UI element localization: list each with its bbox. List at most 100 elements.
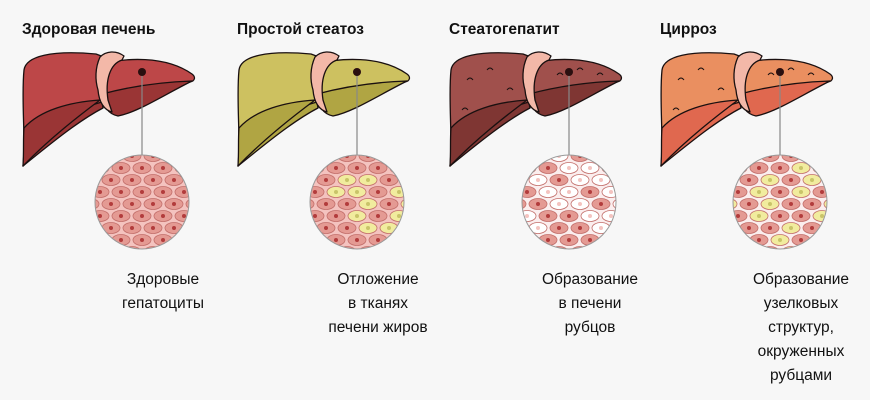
cell-nucleus [418,238,422,242]
cell-nucleus [599,202,603,206]
caption-line: гепатоциты [122,295,204,312]
cell [400,222,404,234]
cell-nucleus [172,178,176,182]
cell [310,222,315,234]
cell [612,246,616,249]
cell-nucleus [609,214,613,218]
cell [834,235,852,246]
gallbladder-band [733,51,763,113]
cell [522,174,527,186]
cell [739,246,759,249]
cell-nucleus [567,214,571,218]
cirrhosis-liver-illustration [660,51,852,254]
cell-nucleus [747,155,751,158]
cell [823,246,827,249]
cell-nucleus [203,238,207,242]
cell-nucleus [334,214,338,218]
cell-nucleus [376,214,380,218]
cell-nucleus [387,178,391,182]
cell-nucleus [789,226,793,230]
cell-nucleus [810,226,814,230]
cell [522,246,527,249]
cell-nucleus [726,154,730,158]
caption-line: Здоровые [126,271,200,288]
cell-nucleus [161,190,165,194]
cell [623,163,641,174]
stage-title: Здоровая печень [22,21,156,38]
cell [316,246,336,249]
caption-line: структур, [768,319,834,336]
cell [612,174,616,186]
cell-nucleus [345,178,349,182]
cell-nucleus [747,226,751,230]
caption-line: узелковых [763,295,839,312]
cell [612,222,616,234]
cell [196,235,214,246]
cell [549,246,569,249]
scar-mark-icon [807,72,815,76]
cell-nucleus [408,250,412,254]
scar-mark-icon [556,72,564,76]
cell [122,246,142,249]
cell-nucleus [841,214,845,218]
scar-mark-icon [697,67,705,71]
cell-nucleus [515,202,519,206]
cell-nucleus [334,166,338,170]
cell-nucleus [778,238,782,242]
cell-nucleus [831,154,835,158]
cell-nucleus [609,238,613,242]
cell [733,198,738,210]
cell [612,155,616,162]
cell [601,234,616,246]
stage-caption: Образование узелковых структур, окруженн… [726,268,870,388]
cell [812,234,827,246]
cell-nucleus [726,250,730,254]
cell-nucleus [88,250,92,254]
scar-mark-icon [787,67,795,71]
cell [823,174,827,186]
magnification-circle [521,154,617,250]
cell-nucleus [397,190,401,194]
cell [781,246,801,249]
cell [101,155,121,162]
cell-nucleus [98,238,102,242]
cell-nucleus [799,214,803,218]
cell-nucleus [324,250,328,254]
cell-nucleus [88,202,92,206]
cell [823,198,827,210]
cell-nucleus [525,238,529,242]
cell-nucleus [536,155,540,158]
cell-nucleus [515,250,519,254]
scar-mark-icon [767,72,775,76]
cell [164,246,184,249]
cell-nucleus [789,202,793,206]
cell [379,155,399,162]
cell-nucleus [557,178,561,182]
cell-nucleus [119,214,123,218]
cell-nucleus [98,214,102,218]
stage-caption: Здоровые гепатоциты [88,268,238,316]
cell-nucleus [546,166,550,170]
scar-mark-icon [506,87,514,91]
cell-nucleus [324,178,328,182]
cell [95,234,110,246]
cell-nucleus [536,178,540,182]
cell-nucleus [109,155,113,158]
cell-nucleus [130,250,134,254]
cell [834,211,852,222]
tissue-magnification [88,155,214,254]
steatosis-liver-illustration [237,51,429,254]
cell-nucleus [831,226,835,230]
cell-nucleus [789,178,793,182]
cell [522,234,537,246]
focus-dot [776,68,784,76]
stage-steatosis: Простой стеатоз Отложение в тканях печен… [235,0,450,400]
cell [411,235,429,246]
cell [823,222,827,234]
cell-nucleus [768,178,772,182]
cell-nucleus [334,190,338,194]
cell-nucleus [313,238,317,242]
cell-nucleus [387,226,391,230]
cell-nucleus [366,178,370,182]
cell [400,174,404,186]
